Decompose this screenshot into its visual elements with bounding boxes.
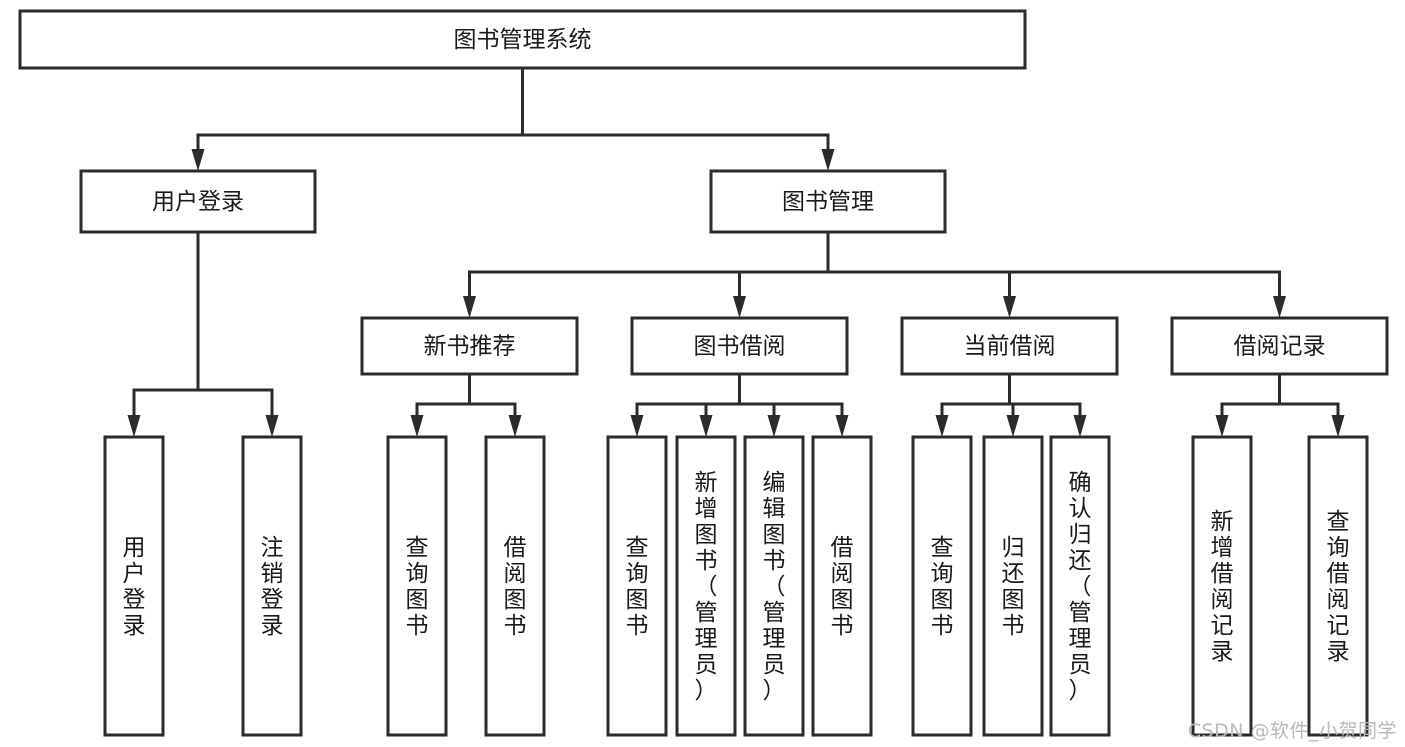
node-box-book-management bbox=[709, 169, 947, 234]
root-to-level2-arrow-icon-1 bbox=[821, 149, 835, 171]
book-borrow-to-leaves-arrow-icon-3 bbox=[835, 415, 849, 437]
node-box-leaf-return-book bbox=[982, 435, 1044, 737]
node-label-leaf-borrow-book: 借阅图书 bbox=[831, 535, 854, 639]
bookmgmt-to-level3-arrow-icon-2 bbox=[1003, 296, 1016, 318]
node-box-leaf-query-book-current bbox=[911, 435, 973, 737]
book-borrow-to-leaves-arrow-icon-1 bbox=[699, 415, 713, 437]
node-label-book-borrow: 图书借阅 bbox=[694, 334, 786, 360]
node-leaf-confirm-return-admin[interactable]: 确认归还（管理员） bbox=[1049, 435, 1111, 737]
current-borrow-to-leaves-arrow-icon-2 bbox=[1073, 415, 1087, 437]
current-borrow-to-leaves-arrow-icon-1 bbox=[1006, 415, 1020, 437]
borrow-record-to-leaves-arrow-icon-1 bbox=[1331, 415, 1345, 437]
node-leaf-add-borrow-record[interactable]: 新增借阅记录 bbox=[1191, 435, 1253, 737]
node-label-leaf-confirm-return-admin: 确认归还（管理员） bbox=[1069, 470, 1092, 704]
node-borrow-record[interactable]: 借阅记录 bbox=[1170, 316, 1389, 376]
node-user-login[interactable]: 用户登录 bbox=[79, 169, 317, 234]
node-box-book-borrow bbox=[630, 316, 849, 376]
node-box-user-login bbox=[79, 169, 317, 234]
root-to-level2-arrow-icon-0 bbox=[191, 149, 205, 171]
node-label-leaf-return-book: 归还图书 bbox=[1002, 535, 1025, 639]
node-box-new-book-recommend bbox=[360, 316, 579, 376]
node-leaf-query-book-current[interactable]: 查询图书 bbox=[911, 435, 973, 737]
node-box-borrow-record bbox=[1170, 316, 1389, 376]
user-login-to-leaves-arrow-icon-0 bbox=[127, 415, 141, 437]
node-leaf-return-book[interactable]: 归还图书 bbox=[982, 435, 1044, 737]
node-current-borrow[interactable]: 当前借阅 bbox=[900, 316, 1119, 376]
node-leaf-borrow-book[interactable]: 借阅图书 bbox=[811, 435, 873, 737]
node-label-leaf-query-borrow-record: 查询借阅记录 bbox=[1327, 509, 1350, 665]
node-leaf-borrow-book-new[interactable]: 借阅图书 bbox=[484, 435, 546, 737]
node-box-leaf-confirm-return-admin bbox=[1049, 435, 1111, 737]
node-label-leaf-user-login: 用户登录 bbox=[123, 535, 146, 639]
book-borrow-to-leaves-arrow-icon-0 bbox=[630, 415, 644, 437]
node-box-leaf-borrow-book-new bbox=[484, 435, 546, 737]
node-leaf-user-login[interactable]: 用户登录 bbox=[103, 435, 165, 737]
node-box-leaf-logout bbox=[241, 435, 303, 737]
node-box-leaf-query-borrow-record bbox=[1307, 435, 1369, 737]
connectors-layer bbox=[127, 66, 1345, 437]
node-label-leaf-add-borrow-record: 新增借阅记录 bbox=[1211, 509, 1234, 665]
boxes-layer: 图书管理系统用户登录图书管理新书推荐图书借阅当前借阅借阅记录用户登录注销登录查询… bbox=[18, 9, 1389, 737]
node-label-leaf-logout: 注销登录 bbox=[261, 535, 284, 639]
node-leaf-add-book-admin[interactable]: 新增图书（管理员） bbox=[675, 435, 737, 737]
user-login-to-leaves-arrow-icon-1 bbox=[265, 415, 279, 437]
new-book-recommend-to-leaves-arrow-icon-1 bbox=[508, 415, 522, 437]
node-root[interactable]: 图书管理系统 bbox=[18, 9, 1027, 70]
node-new-book-recommend[interactable]: 新书推荐 bbox=[360, 316, 579, 376]
node-label-leaf-edit-book-admin: 编辑图书（管理员） bbox=[763, 470, 786, 704]
node-label-book-management: 图书管理 bbox=[782, 189, 874, 215]
node-box-root bbox=[18, 9, 1027, 70]
node-box-leaf-add-book-admin bbox=[675, 435, 737, 737]
node-box-leaf-query-book-borrow bbox=[606, 435, 668, 737]
book-borrow-to-leaves-arrow-icon-2 bbox=[767, 415, 781, 437]
node-box-leaf-add-borrow-record bbox=[1191, 435, 1253, 737]
bookmgmt-to-level3-arrow-icon-1 bbox=[733, 296, 746, 318]
current-borrow-to-leaves-arrow-icon-0 bbox=[935, 415, 949, 437]
node-box-leaf-edit-book-admin bbox=[743, 435, 805, 737]
node-leaf-query-book-borrow[interactable]: 查询图书 bbox=[606, 435, 668, 737]
node-box-leaf-borrow-book bbox=[811, 435, 873, 737]
node-label-borrow-record: 借阅记录 bbox=[1234, 334, 1326, 360]
node-leaf-query-book-new[interactable]: 查询图书 bbox=[386, 435, 448, 737]
node-leaf-edit-book-admin[interactable]: 编辑图书（管理员） bbox=[743, 435, 805, 737]
node-label-new-book-recommend: 新书推荐 bbox=[424, 334, 516, 360]
node-label-leaf-borrow-book-new: 借阅图书 bbox=[504, 535, 527, 639]
node-label-user-login: 用户登录 bbox=[152, 189, 244, 215]
node-book-borrow[interactable]: 图书借阅 bbox=[630, 316, 849, 376]
node-label-leaf-query-book-new: 查询图书 bbox=[406, 535, 429, 639]
bookmgmt-to-level3-arrow-icon-3 bbox=[1273, 296, 1286, 318]
node-label-leaf-query-book-borrow: 查询图书 bbox=[626, 535, 649, 639]
node-box-leaf-user-login bbox=[103, 435, 165, 737]
new-book-recommend-to-leaves-arrow-icon-0 bbox=[410, 415, 424, 437]
node-label-current-borrow: 当前借阅 bbox=[964, 334, 1056, 360]
node-box-current-borrow bbox=[900, 316, 1119, 376]
node-box-leaf-query-book-new bbox=[386, 435, 448, 737]
bookmgmt-to-level3-arrow-icon-0 bbox=[463, 296, 476, 318]
node-leaf-logout[interactable]: 注销登录 bbox=[241, 435, 303, 737]
borrow-record-to-leaves-arrow-icon-0 bbox=[1215, 415, 1229, 437]
node-label-leaf-query-book-current: 查询图书 bbox=[931, 535, 954, 639]
node-label-root: 图书管理系统 bbox=[454, 27, 592, 53]
node-book-management[interactable]: 图书管理 bbox=[709, 169, 947, 234]
node-leaf-query-borrow-record[interactable]: 查询借阅记录 bbox=[1307, 435, 1369, 737]
node-label-leaf-add-book-admin: 新增图书（管理员） bbox=[695, 470, 718, 704]
